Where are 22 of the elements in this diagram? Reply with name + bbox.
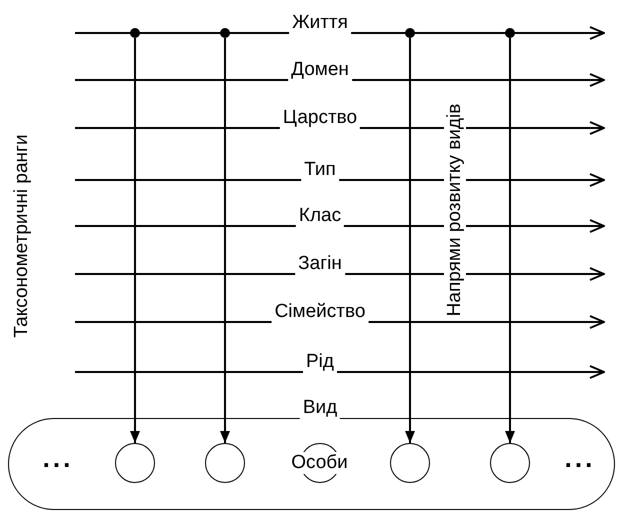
- junction-dot: [405, 28, 415, 38]
- rank-label: Тип: [301, 159, 339, 181]
- arrow: [220, 38, 230, 443]
- arrow: [505, 38, 515, 443]
- individual-circle: [490, 442, 530, 482]
- individual-circle: [390, 442, 430, 482]
- junction-dot: [130, 28, 140, 38]
- junction-dot: [505, 28, 515, 38]
- junction-dot: [220, 28, 230, 38]
- rank-label: Царство: [280, 107, 360, 129]
- rank-label: Вид: [300, 397, 340, 419]
- node-label: Особи: [290, 452, 349, 474]
- rank-label: Рід: [303, 351, 337, 373]
- rank-label: Життя: [289, 12, 351, 34]
- arrow: [130, 38, 140, 443]
- rank-label: Загін: [295, 253, 345, 275]
- individual-circle: [204, 442, 244, 482]
- rank-label: Сімейство: [272, 301, 368, 323]
- rank-label: Домен: [288, 59, 352, 81]
- rank-label: Клас: [296, 205, 344, 227]
- individual-circle: [114, 442, 154, 482]
- arrow: [405, 38, 415, 443]
